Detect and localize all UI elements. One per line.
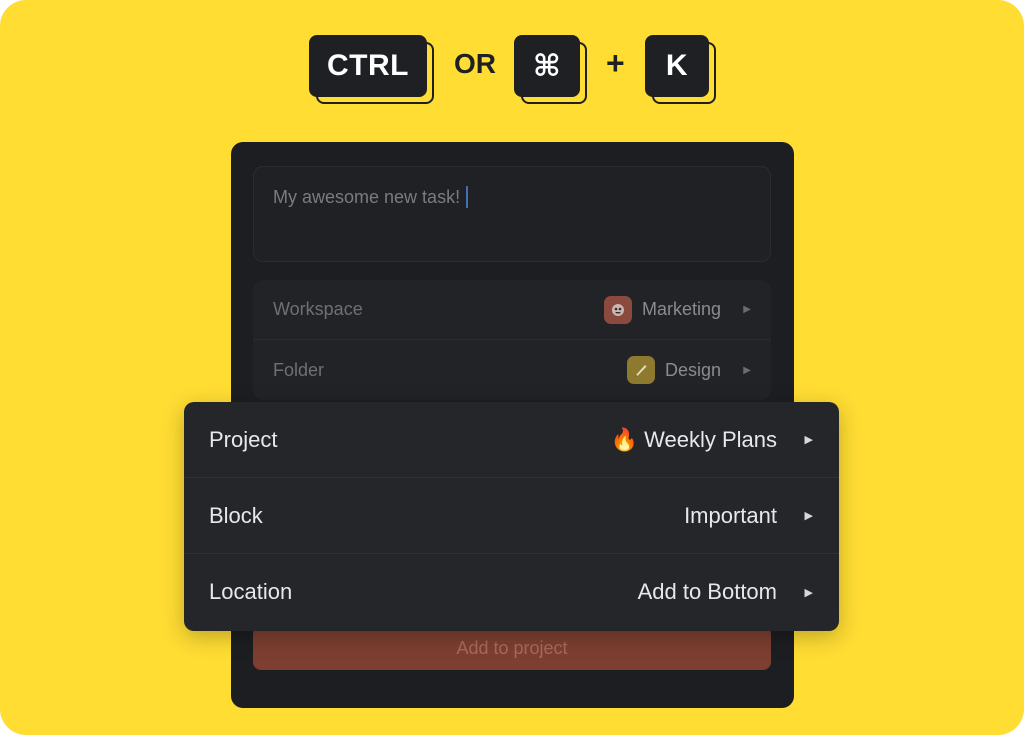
- folder-row[interactable]: Folder Design ▶: [253, 340, 771, 400]
- task-title-value: My awesome new task!: [273, 187, 461, 207]
- chevron-right-icon: ▶: [804, 586, 813, 599]
- project-label: Project: [209, 426, 278, 452]
- workspace-label: Workspace: [273, 299, 363, 319]
- command-key: ⌘: [514, 35, 587, 104]
- keyboard-shortcut-hint: CTRL OR ⌘ + K: [0, 0, 1024, 120]
- chevron-right-icon: ▶: [743, 304, 751, 315]
- chevron-right-icon: ▶: [804, 434, 813, 446]
- chevron-right-icon: ▶: [804, 510, 813, 522]
- task-options-panel: Project 🔥 Weekly Plans ▶ Block Important…: [184, 402, 839, 631]
- folder-label: Folder: [273, 359, 325, 380]
- workspace-row[interactable]: Workspace Marketing ▶: [253, 280, 771, 340]
- add-to-project-button[interactable]: Add to project: [253, 626, 771, 670]
- fire-icon: 🔥: [610, 426, 639, 452]
- k-key: K: [645, 35, 716, 104]
- design-app-icon: [626, 356, 655, 384]
- folder-value: Design: [626, 356, 721, 384]
- plus-label: +: [606, 45, 625, 81]
- chevron-right-icon: ▶: [743, 364, 751, 376]
- text-caret: [466, 186, 469, 208]
- location-label: Location: [209, 579, 293, 604]
- location-row[interactable]: Location Add to Bottom ▶: [184, 554, 839, 630]
- project-row[interactable]: Project 🔥 Weekly Plans ▶: [184, 402, 839, 478]
- block-row[interactable]: Block Important ▶: [184, 478, 839, 554]
- task-title-input[interactable]: My awesome new task!: [253, 166, 771, 262]
- project-value: 🔥 Weekly Plans: [611, 427, 777, 453]
- folder-name: Design: [664, 359, 721, 380]
- marketing-app-icon: [603, 295, 632, 324]
- block-value: Important: [684, 502, 777, 528]
- location-fields: Workspace Marketing ▶ Folder Design: [253, 280, 771, 400]
- block-label: Block: [209, 502, 263, 528]
- location-value: Add to Bottom: [637, 579, 777, 604]
- workspace-name: Marketing: [641, 299, 721, 319]
- ctrl-key: CTRL: [309, 35, 434, 104]
- project-name: Weekly Plans: [644, 426, 777, 452]
- or-label: OR: [454, 48, 496, 79]
- workspace-value: Marketing: [603, 295, 721, 324]
